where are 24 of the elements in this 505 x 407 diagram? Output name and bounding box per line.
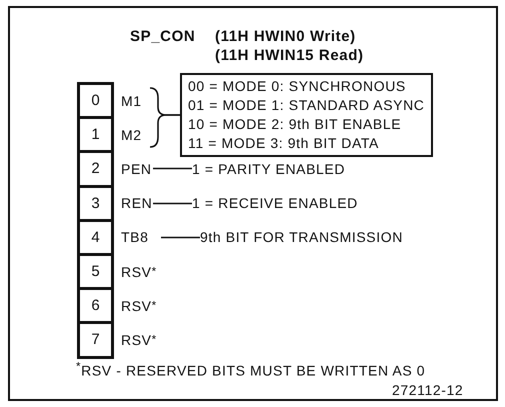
bit-field-name: REN xyxy=(121,186,153,220)
figure-number: 272112-12 xyxy=(392,382,464,398)
connector-line xyxy=(153,168,192,170)
access-note: (11H HWIN0 Write) xyxy=(215,28,356,45)
bit-field-name: PEN xyxy=(121,152,153,186)
bit-field-name: TB8 xyxy=(121,220,161,254)
bit-number-cell: 7 xyxy=(77,321,114,359)
bit-description: 9th BIT FOR TRANSMISSION xyxy=(200,220,430,254)
bit-field-name: M2 xyxy=(121,118,150,152)
mode-table-box xyxy=(180,73,433,157)
register-name: SP_CON xyxy=(130,28,196,45)
footnote: $^{*}$RSV - RESERVED BITS MUST BE WRITTEN AS 0 xyxy=(76,360,426,379)
mode-option: 00 = MODE 0: SYNCHRONOUS xyxy=(188,77,425,96)
mode-option: 11 = MODE 3: 9th BIT DATA xyxy=(188,134,425,153)
brace xyxy=(150,114,180,148)
connector-line xyxy=(161,236,200,238)
mode-option: 10 = MODE 2: 9th BIT ENABLE xyxy=(188,115,425,134)
mode-option: 01 = MODE 1: STANDARD ASYNC xyxy=(188,96,425,115)
bit-field-name: M1 xyxy=(121,84,150,118)
bit-description: 1 = PARITY ENABLED xyxy=(192,152,392,186)
access-note: (11H HWIN15 Read) xyxy=(215,47,364,64)
bit-description: 1 = RECEIVE ENABLED xyxy=(192,186,392,220)
bit-number-cell: 2 xyxy=(77,150,114,188)
connector-line xyxy=(153,202,192,204)
